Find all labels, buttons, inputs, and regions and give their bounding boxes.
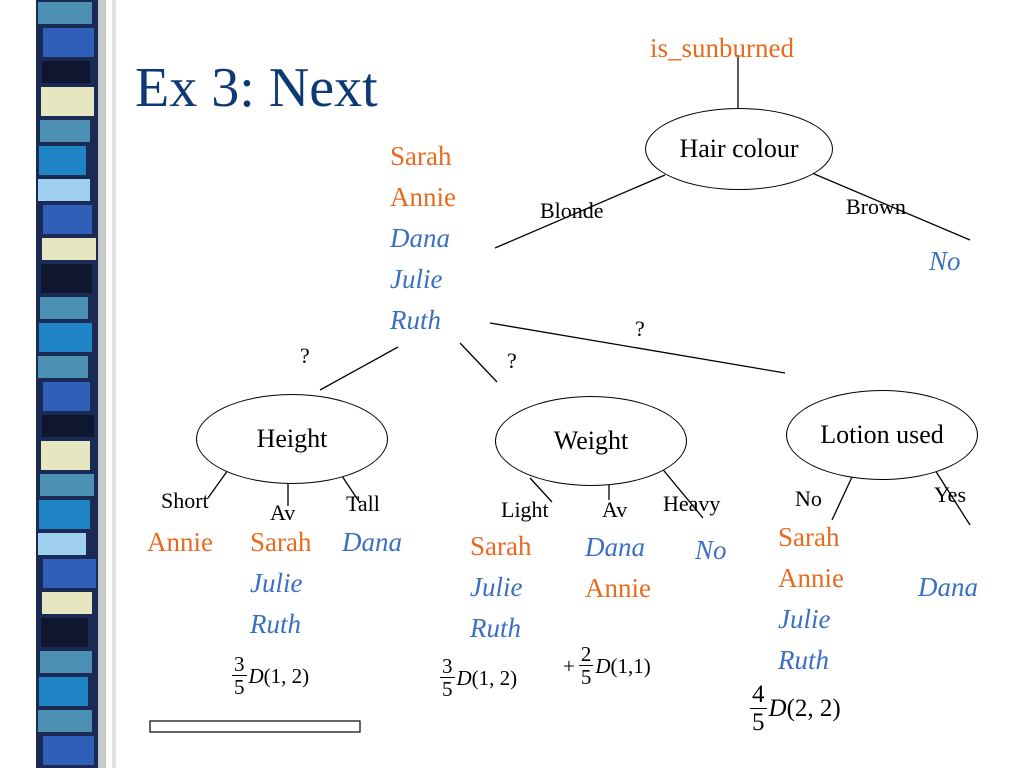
list-item: Ruth <box>390 305 441 335</box>
list-item: Dana <box>390 223 450 253</box>
list-item: Sarah <box>470 531 532 561</box>
light-examples: Sarah Julie Ruth <box>470 526 531 649</box>
list-item: Sarah <box>778 522 840 552</box>
edge-label-yes: Yes <box>934 482 967 507</box>
edge-label-brown: Brown <box>846 194 906 219</box>
node-height: Height <box>196 394 388 484</box>
list-item: Sarah <box>390 141 452 171</box>
slide-title: Ex 3: Next <box>135 57 378 119</box>
edge-label-q-weight: ? <box>507 348 517 373</box>
heavy-leaf: No <box>695 535 727 565</box>
edge-label-tall: Tall <box>346 491 380 516</box>
edge-short <box>207 469 229 499</box>
list-item: Ruth <box>250 609 301 639</box>
edge-light <box>529 477 553 503</box>
list-item: Annie <box>778 563 844 593</box>
edge-label-short: Short <box>161 488 209 513</box>
edge-label-q-lotion: ? <box>635 316 645 341</box>
list-item: Ruth <box>470 613 521 643</box>
tall-leaf: Dana <box>342 527 402 557</box>
node-lotion-used: Lotion used <box>786 390 978 480</box>
edge-tall <box>341 475 361 504</box>
edge-blonde <box>494 174 666 249</box>
brown-leaf: No <box>929 246 961 276</box>
list-item: Dana <box>585 532 645 562</box>
av-height-examples: Sarah Julie Ruth <box>250 522 311 645</box>
edge-label-av-height: Av <box>270 500 296 525</box>
edge-label-av-weight: Av <box>602 497 628 522</box>
edge-to-weight <box>459 342 498 383</box>
list-item: Julie <box>470 572 523 602</box>
edge-yes <box>934 469 971 526</box>
list-item: Annie <box>390 182 456 212</box>
list-item: Julie <box>778 604 831 634</box>
edge-label-heavy: Heavy <box>663 491 721 516</box>
edge-to-lotion <box>489 322 786 374</box>
list-item: Julie <box>250 568 303 598</box>
edge-label-q-height: ? <box>300 343 310 368</box>
edge-brown <box>811 172 971 241</box>
edge-to-height <box>319 346 399 391</box>
list-item: Julie <box>390 264 443 294</box>
av-weight-examples: Dana Annie <box>585 527 651 609</box>
blonde-examples: Sarah Annie Dana Julie Ruth <box>390 136 456 341</box>
lotion-yes-leaf: Dana <box>918 572 978 602</box>
edge-no <box>831 476 853 521</box>
lotion-no-examples: Sarah Annie Julie Ruth <box>778 517 844 681</box>
decorative-stripe <box>36 0 116 768</box>
node-hair-colour: Hair colour <box>645 108 833 190</box>
edge-label-light: Light <box>501 497 549 522</box>
root-label: is_sunburned <box>650 33 794 63</box>
node-weight: Weight <box>495 396 687 486</box>
empty-box <box>149 720 361 733</box>
list-item: Annie <box>585 573 651 603</box>
list-item: Ruth <box>778 645 829 675</box>
edge-heavy <box>659 465 704 519</box>
edge-label-blonde: Blonde <box>540 198 604 223</box>
list-item: Sarah <box>250 527 312 557</box>
edge-label-no: No <box>795 486 822 511</box>
short-leaf: Annie <box>147 527 213 557</box>
